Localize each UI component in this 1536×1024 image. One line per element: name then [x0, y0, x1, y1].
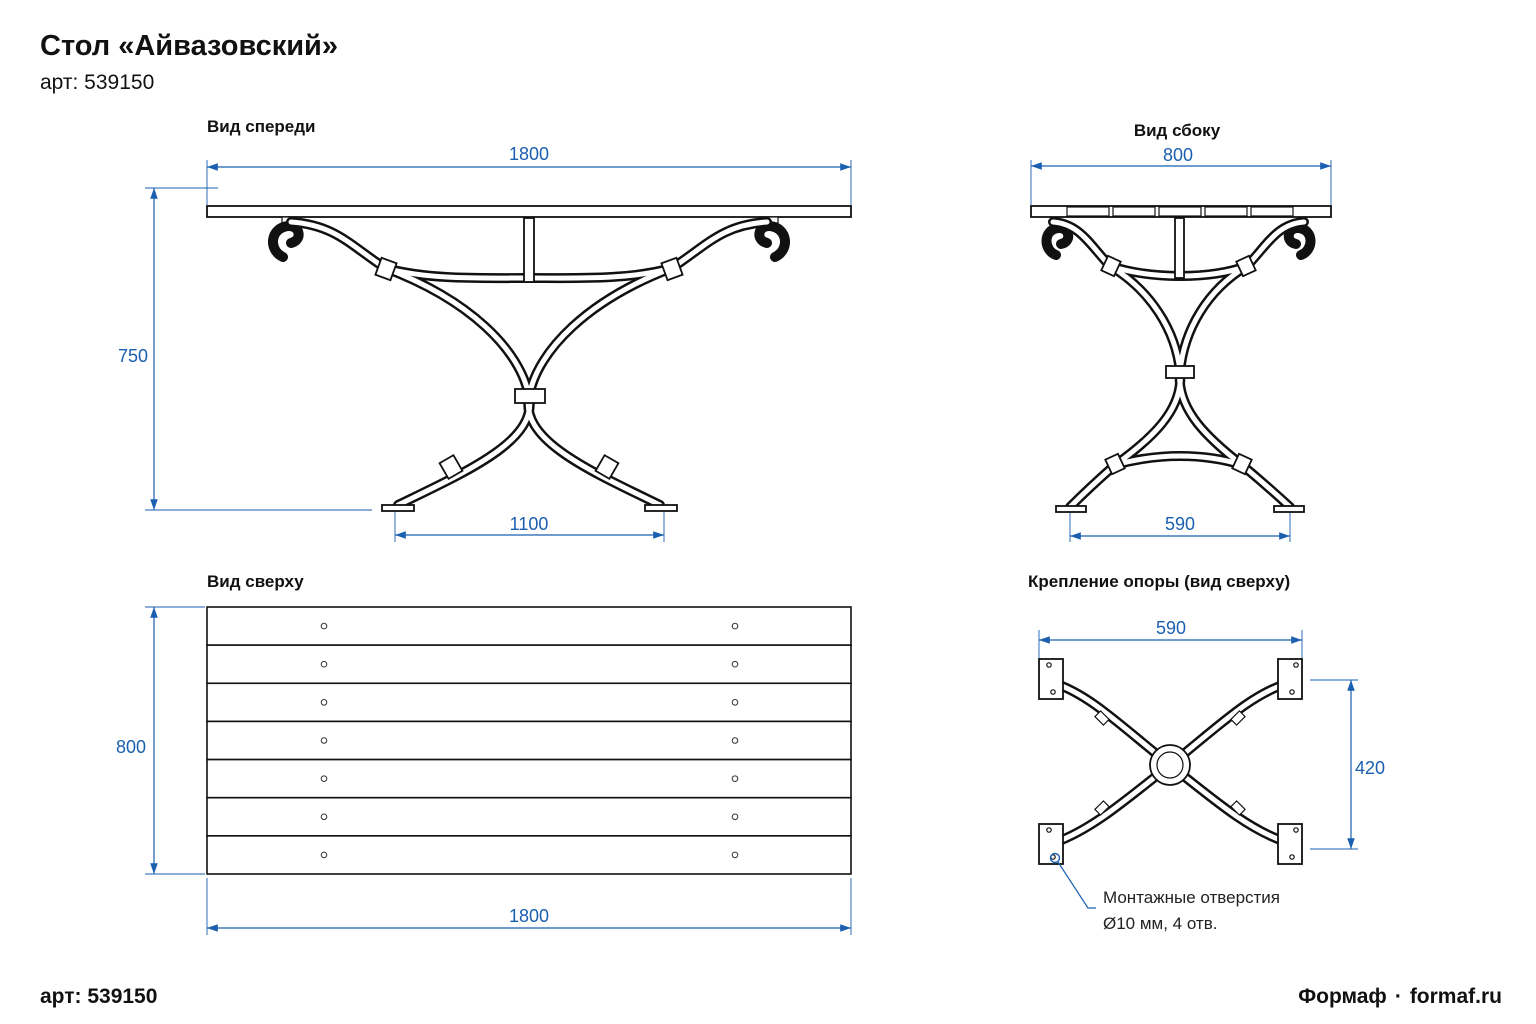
screw-hole [320, 699, 328, 706]
side-base-dimension: 590 [1165, 514, 1195, 534]
screw-hole [731, 775, 739, 782]
side-view: Вид сбоку 800 [1030, 121, 1332, 542]
page-title: Стол «Айвазовский» [40, 30, 339, 62]
mount-plate-top-right [1277, 658, 1303, 700]
mount-frame [1038, 658, 1303, 865]
footer-brand: Формаф · formaf.ru [1298, 985, 1502, 1009]
screw-hole [320, 775, 328, 782]
tabletop-slat [206, 720, 852, 761]
brand-website: formaf.ru [1409, 985, 1502, 1008]
top-depth-dimension: 800 [116, 737, 146, 757]
top-view-label: Вид сверху [207, 572, 304, 591]
side-view-label: Вид сбоку [1134, 121, 1221, 140]
screw-hole [731, 660, 739, 668]
screw-hole [731, 737, 739, 744]
screw-hole [320, 660, 328, 668]
front-base-dimension: 1100 [510, 514, 549, 534]
mount-width-dimension: 590 [1156, 618, 1186, 638]
screw-hole [320, 737, 328, 744]
brand-separator: · [1394, 985, 1402, 1008]
screw-hole [731, 699, 739, 706]
front-view-label: Вид спереди [207, 117, 316, 136]
tabletop-slat [206, 796, 852, 837]
screw-hole [731, 813, 739, 821]
mount-plate-top-left [1038, 658, 1064, 700]
screw-hole [731, 851, 739, 859]
top-view: Вид сверху 800 1800 [116, 572, 852, 935]
side-tabletop [1030, 205, 1332, 218]
mount-holes-note-line2: Ø10 мм, 4 отв. [1103, 914, 1217, 933]
side-width-dimension: 800 [1163, 145, 1193, 165]
footer-article-number: арт: 539150 [40, 985, 158, 1008]
tabletop-slat [206, 758, 852, 799]
mount-view-label: Крепление опоры (вид сверху) [1028, 572, 1290, 591]
tabletop-slat [206, 644, 852, 685]
mount-holes-leader [1057, 861, 1096, 909]
article-number: арт: 539150 [40, 71, 155, 94]
mount-holes-note-line1: Монтажные отверстия [1103, 888, 1280, 907]
front-width-dimension: 1800 [509, 144, 549, 164]
front-view: Вид спереди 1800 750 [118, 117, 852, 542]
mount-plate-bottom-right [1277, 823, 1303, 865]
front-tabletop [206, 205, 852, 218]
top-slats [206, 606, 852, 875]
screw-hole [731, 622, 739, 630]
mount-depth-dimension: 420 [1355, 758, 1385, 778]
side-frame [1041, 217, 1316, 513]
top-width-dimension: 1800 [509, 906, 549, 926]
screw-hole [320, 851, 328, 859]
tabletop-slat [206, 606, 852, 646]
screw-hole [320, 813, 328, 821]
screw-hole [320, 622, 328, 630]
mount-view: Крепление опоры (вид сверху) 590 420 [1028, 572, 1385, 933]
tabletop-slat [206, 682, 852, 723]
tabletop-slat [206, 835, 852, 875]
brand-name: Формаф [1298, 985, 1387, 1008]
front-height-dimension: 750 [118, 346, 148, 366]
front-frame [268, 217, 790, 512]
